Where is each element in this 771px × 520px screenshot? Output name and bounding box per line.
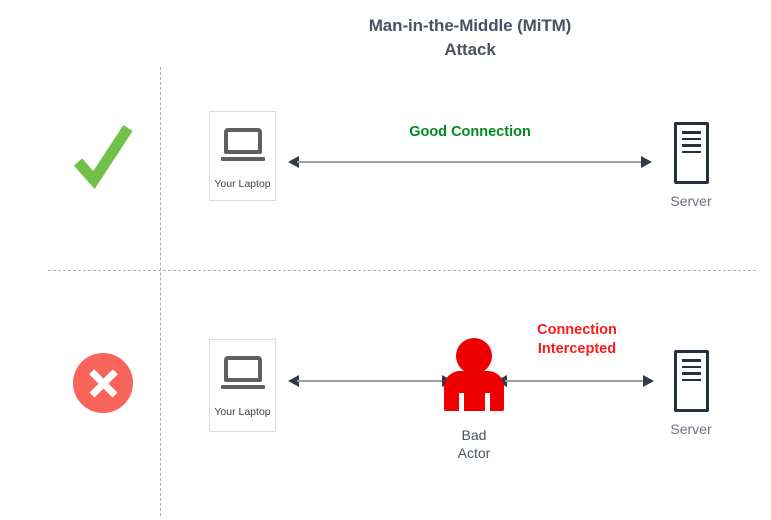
intercepted-line-2: Intercepted	[537, 341, 617, 357]
bad-actor-label-line-1: Bad	[461, 427, 487, 443]
server-label: Server	[670, 193, 712, 209]
title-line-2: Attack	[444, 40, 496, 59]
actor-to-server-arrow	[496, 375, 654, 387]
bad-actor-label-line-2: Actor	[457, 445, 491, 461]
good-connection-arrow	[288, 156, 652, 168]
server-label: Server	[670, 421, 712, 437]
laptop-to-actor-arrow	[288, 375, 453, 387]
arrow-head-right-icon	[641, 156, 652, 168]
green-check-icon	[72, 118, 136, 190]
arrow-head-left-icon	[288, 156, 299, 168]
arrow-head-right-icon	[643, 375, 654, 387]
bad-actor-node[interactable]: Bad Actor	[440, 338, 508, 462]
laptop-label: Your Laptop	[214, 178, 271, 190]
bad-actor-label: Bad Actor	[440, 426, 508, 462]
server-node-attack[interactable]: Server	[656, 350, 726, 438]
server-node-good[interactable]: Server	[656, 122, 726, 210]
red-x-circle-icon	[73, 353, 133, 413]
vertical-dashed-divider	[160, 67, 161, 516]
title-line-1: Man-in-the-Middle (MiTM)	[368, 16, 572, 35]
horizontal-dashed-divider	[48, 270, 756, 271]
intercepted-line-1: Connection	[537, 322, 617, 338]
arrow-shaft	[505, 380, 645, 382]
server-icon	[673, 122, 709, 184]
laptop-icon	[220, 128, 265, 164]
laptop-label: Your Laptop	[214, 406, 271, 418]
person-icon	[440, 338, 508, 412]
laptop-icon	[220, 356, 265, 392]
server-icon	[673, 350, 709, 412]
arrow-head-left-icon	[288, 375, 299, 387]
good-connection-label: Good Connection	[409, 124, 531, 140]
arrow-shaft	[297, 161, 643, 163]
connection-intercepted-label: Connection Intercepted	[510, 321, 644, 359]
laptop-node-attack[interactable]: Your Laptop	[209, 339, 276, 432]
arrow-shaft	[297, 380, 444, 382]
laptop-node-good[interactable]: Your Laptop	[209, 111, 276, 201]
page-title: Man-in-the-Middle (MiTM) Attack	[290, 14, 650, 62]
